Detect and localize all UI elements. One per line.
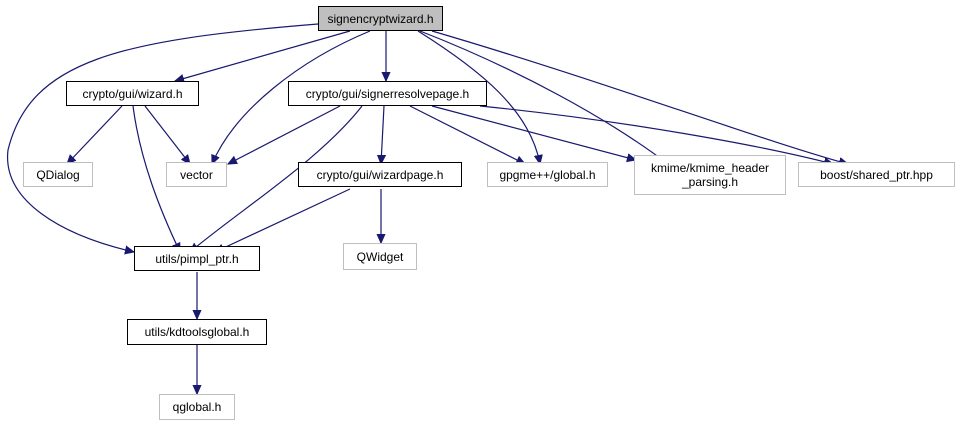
edge-srp-wizardpage [381, 105, 384, 164]
gpgme-global-node: gpgme++/global.h [487, 162, 608, 187]
edge-wizardpage-pimpl [215, 188, 351, 253]
edge-root-sharedptr [431, 30, 848, 164]
signerresolvepage-header-node[interactable]: crypto/gui/signerresolvepage.h [288, 81, 487, 106]
pimpl-ptr-node[interactable]: utils/pimpl_ptr.h [134, 246, 260, 271]
kdtoolsglobal-node[interactable]: utils/kdtoolsglobal.h [127, 319, 267, 345]
edge-srp-kmime [431, 105, 636, 160]
qwidget-node: QWidget [343, 243, 417, 270]
edge-srp-pimpl [190, 105, 363, 252]
qdialog-node: QDialog [23, 162, 93, 187]
edge-srp-sharedptr [479, 105, 833, 164]
edge-root-kmime [419, 30, 668, 164]
edge-root-wizard [175, 30, 351, 81]
edge-root-gpgme [417, 30, 540, 164]
root-file-node[interactable]: signencryptwizard.h [318, 6, 443, 31]
wizard-header-node[interactable]: crypto/gui/wizard.h [66, 81, 199, 106]
edge-srp-vector [228, 105, 341, 164]
edge-wizard-qdialog [67, 105, 123, 164]
edge-wizard-pimpl [132, 105, 181, 252]
edge-wizard-vector [144, 105, 190, 164]
qglobal-node: qglobal.h [159, 394, 235, 420]
vector-node: vector [166, 162, 227, 187]
edge-root-vector [212, 30, 371, 164]
kmime-header-parsing-node: kmime/kmime_header _parsing.h [634, 155, 786, 195]
boost-shared-ptr-node: boost/shared_ptr.hpp [798, 162, 955, 187]
wizardpage-header-node[interactable]: crypto/gui/wizardpage.h [298, 162, 462, 187]
edge-srp-gpgme [409, 105, 525, 164]
edge-root-pimpl [7, 23, 319, 252]
